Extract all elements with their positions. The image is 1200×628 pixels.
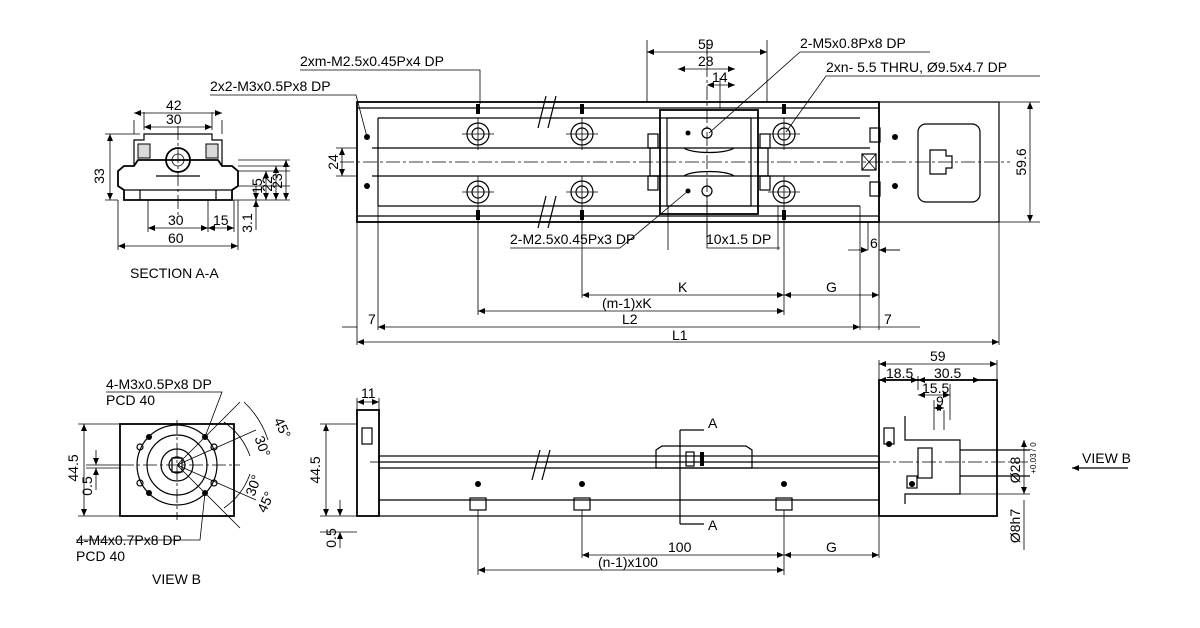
side-dim-18-5: 18.5 <box>886 365 913 381</box>
dim-top-K: K <box>678 279 688 295</box>
dim-top-14: 14 <box>712 69 728 85</box>
section-a-a-view: 42 30 33 30 15 60 15 22 23 3.1 SECTION A… <box>91 97 290 281</box>
note-m5: 2-M5x0.8Px8 DP <box>800 35 906 51</box>
side-dim-d28: Ø28 <box>1007 457 1023 484</box>
side-dim-n1x100: (n-1)x100 <box>598 554 658 570</box>
dim-sec-23: 23 <box>269 173 285 189</box>
side-view: 11 44.5 0.5 A A 100 G (n-1)x100 59 18.5 … <box>307 348 1131 575</box>
side-dim-G: G <box>826 539 837 555</box>
dim-sec-30-top: 30 <box>166 111 182 127</box>
counterbore-holes <box>462 118 800 208</box>
dim-top-m1K: (m-1)xK <box>602 295 652 311</box>
side-dim-44-5: 44.5 <box>307 456 323 483</box>
side-dim-11: 11 <box>361 385 376 401</box>
vb-pcd40-top: PCD 40 <box>106 392 155 408</box>
note-m2-5x4: 2xm-M2.5x0.45Px4 DP <box>300 53 444 69</box>
section-marker-a-bottom: A <box>708 517 718 533</box>
dim-top-6: 6 <box>870 235 878 251</box>
dim-sec-15: 15 <box>213 212 229 228</box>
dim-sec-15-vert: 15 <box>249 178 265 194</box>
vb-angle-30-bottom: 30° <box>242 473 264 498</box>
dim-top-28: 28 <box>698 53 714 69</box>
vb-dim-44-5: 44.5 <box>65 454 81 481</box>
dim-top-7-left: 7 <box>368 311 376 327</box>
view-b: 4-M3x0.5Px8 DP PCD 40 4-M4x0.7Px8 DP PCD… <box>65 376 294 587</box>
vb-pcd40-bottom: PCD 40 <box>76 548 125 564</box>
mounting-feet <box>469 481 793 511</box>
view-b-title: VIEW B <box>152 571 201 587</box>
dim-sec-33: 33 <box>91 168 107 184</box>
side-dim-15-5: 15.5 <box>922 380 949 396</box>
view-b-arrow-label: VIEW B <box>1082 450 1131 466</box>
dim-sec-30-bottom: 30 <box>168 212 184 228</box>
dim-top-24: 24 <box>325 154 341 170</box>
section-a-a-title: SECTION A-A <box>130 265 219 281</box>
dim-top-G: G <box>826 279 837 295</box>
dim-sec-60: 60 <box>168 230 184 246</box>
note-thru: 2xn- 5.5 THRU, Ø9.5x4.7 DP <box>826 59 1007 75</box>
note-m3x8: 2x2-M3x0.5Px8 DP <box>210 78 331 94</box>
side-dim-d8h7: Ø8h7 <box>1007 509 1023 543</box>
vb-note-m4: 4-M4x0.7Px8 DP <box>76 532 182 548</box>
dim-top-7-right: 7 <box>884 311 892 327</box>
section-marker-a-top: A <box>708 415 718 431</box>
vb-note-m3: 4-M3x0.5Px8 DP <box>106 376 212 392</box>
vb-angle-30-top: 30° <box>252 434 274 459</box>
dim-top-L1: L1 <box>672 327 688 343</box>
note-10x1-5: 10x1.5 DP <box>706 231 771 247</box>
side-dim-30-5: 30.5 <box>934 365 961 381</box>
side-dim-0-5: 0.5 <box>323 528 339 548</box>
top-view: 2xm-M2.5x0.45Px4 DP 2x2-M3x0.5Px8 DP 2-M… <box>210 35 1040 345</box>
vb-angle-45-top: 45° <box>271 415 294 441</box>
note-m2-5x3: 2-M2.5x0.45Px3 DP <box>510 231 635 247</box>
dim-sec-42: 42 <box>166 97 182 113</box>
side-dim-d28-tol: +0.03 / 0 <box>1029 442 1038 474</box>
side-dim-59: 59 <box>930 348 946 364</box>
dim-sec-22: 22 <box>259 176 275 192</box>
dim-top-L2: L2 <box>622 311 638 327</box>
dim-top-59: 59 <box>698 36 714 52</box>
dim-sec-3-1: 3.1 <box>239 213 255 233</box>
vb-dim-0-5: 0.5 <box>79 476 95 496</box>
side-dim-9: 9 <box>936 393 944 409</box>
side-dim-100: 100 <box>668 539 692 555</box>
dim-top-59-6: 59.6 <box>1013 148 1029 175</box>
